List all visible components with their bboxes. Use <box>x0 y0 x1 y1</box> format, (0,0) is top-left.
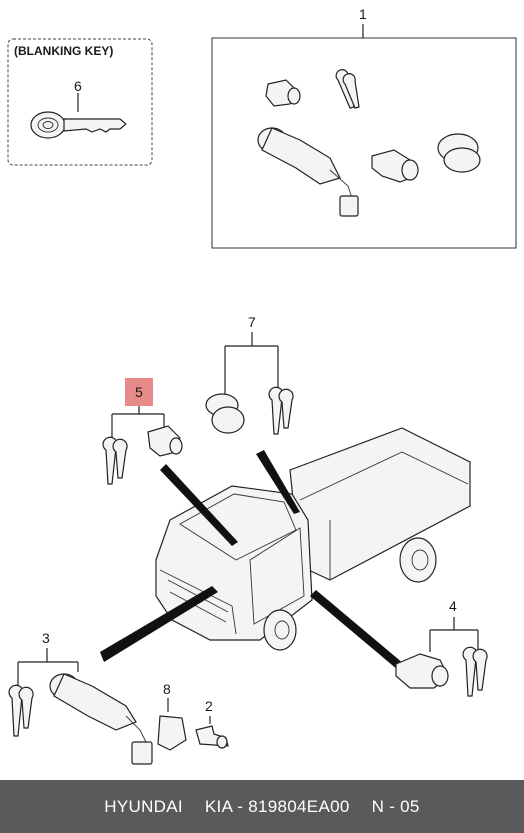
callout-7: 7 <box>248 314 256 330</box>
footer-page: N - 05 <box>371 796 420 816</box>
callout-2: 2 <box>205 698 213 714</box>
fuel-cap-drawing <box>205 393 245 434</box>
keys-7-drawing <box>268 386 294 435</box>
trunk-cylinder-4-drawing <box>395 653 449 689</box>
parts-diagram <box>7 24 517 765</box>
callout-5: 5 <box>135 384 143 400</box>
assembly-box <box>211 37 517 249</box>
pointer-wedges <box>100 450 404 670</box>
callout-1: 1 <box>359 6 367 22</box>
door-cylinder-5-drawing <box>147 425 183 457</box>
keys-5-drawing <box>102 436 128 485</box>
blanking-key-title: (BLANKING KEY) <box>14 44 114 58</box>
callout-6: 6 <box>74 78 82 94</box>
callout-3: 3 <box>42 630 50 646</box>
assembly-parts-drawing <box>257 69 481 217</box>
footer-brand: HYUNDAI <box>104 796 183 816</box>
footer-part-number: KIA - 819804EA00 <box>204 796 350 816</box>
footer-bar: HYUNDAI KIA - 819804EA00 N - 05 <box>0 780 524 833</box>
keys-3-drawing <box>8 684 34 737</box>
callout-4: 4 <box>449 598 457 614</box>
blanking-key-box <box>7 38 153 166</box>
bracket-8-drawing <box>157 715 187 751</box>
keys-4-drawing <box>462 646 488 697</box>
blanking-key-drawing <box>30 93 127 139</box>
bolt-2-drawing <box>195 725 229 749</box>
callout-8: 8 <box>163 681 171 697</box>
highlight-square <box>125 378 153 406</box>
truck-drawing <box>155 427 471 651</box>
ignition-3-drawing <box>49 673 153 765</box>
